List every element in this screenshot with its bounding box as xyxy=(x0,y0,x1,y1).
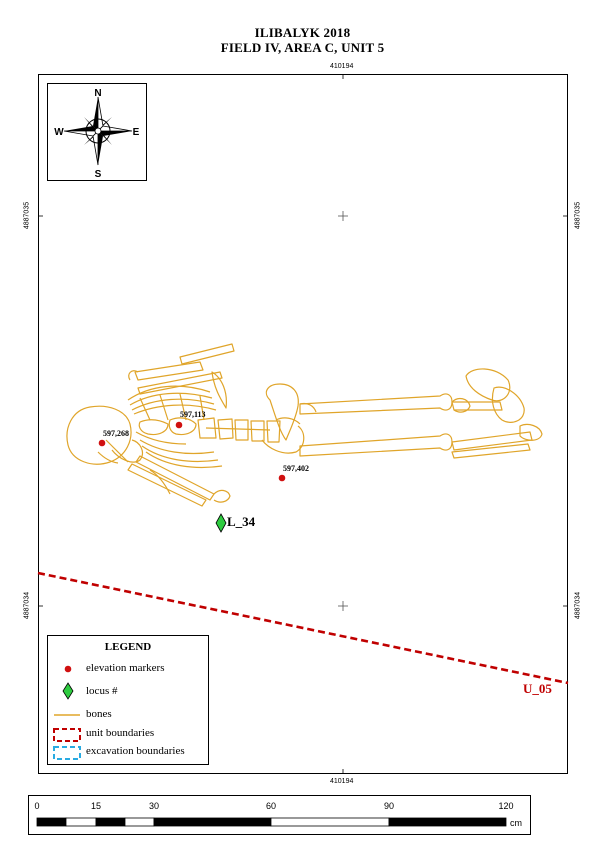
elevation-label: 597,402 xyxy=(283,464,309,473)
unit-boundary-line xyxy=(37,571,569,685)
legend-item-label: excavation boundaries xyxy=(86,745,185,757)
compass-rose-icon: N S E W xyxy=(54,88,140,180)
unit-boundary-label: U_05 xyxy=(523,681,552,696)
elevation-marker-symbol-icon xyxy=(64,665,72,673)
map-frame xyxy=(38,74,568,774)
scale-tick-label: 90 xyxy=(383,801,395,811)
unit-boundary-symbol-icon xyxy=(53,728,81,742)
locus-label: L_34 xyxy=(227,514,256,529)
elevation-marker-dot xyxy=(175,421,183,429)
excavation-boundary-symbol-icon xyxy=(53,746,81,760)
top-easting-label: 410194 xyxy=(330,63,354,70)
compass-south-label: S xyxy=(95,169,102,180)
bottom-easting-label: 410194 xyxy=(330,778,354,785)
north-arrow-box: N S E W xyxy=(47,83,147,181)
legend: LEGEND elevation markers locus # bones u… xyxy=(47,635,209,765)
scale-tick-label: 120 xyxy=(498,801,514,811)
elevation-label: 597,268 xyxy=(103,429,129,438)
compass-north-label: N xyxy=(94,88,101,99)
legend-item-label: elevation markers xyxy=(86,662,165,674)
compass-west-label: W xyxy=(54,127,64,138)
scale-bar: 0 15 30 60 90 120 cm xyxy=(28,795,531,835)
frame-ticks xyxy=(38,74,568,774)
scale-tick-label: 60 xyxy=(265,801,277,811)
locus-diamond-icon xyxy=(215,513,227,533)
legend-item-label: locus # xyxy=(86,685,118,697)
locus-symbol-icon xyxy=(62,682,74,700)
scale-tick-label: 15 xyxy=(90,801,102,811)
scale-unit-label: cm xyxy=(510,818,522,828)
scale-bar-segments xyxy=(36,817,507,827)
legend-symbols xyxy=(53,665,81,760)
compass-east-label: E xyxy=(133,127,140,138)
legend-item-label: unit boundaries xyxy=(86,727,155,739)
skeleton-bones xyxy=(66,343,543,507)
elevation-marker-dot xyxy=(98,439,106,447)
scale-tick-label: 30 xyxy=(148,801,160,811)
legend-title: LEGEND xyxy=(104,641,152,653)
legend-item-label: bones xyxy=(86,708,112,720)
grid-cross xyxy=(338,601,348,611)
map-title-line1: ILIBALYK 2018 xyxy=(254,25,351,40)
grid-cross xyxy=(338,211,348,221)
scale-tick-label: 0 xyxy=(34,801,40,811)
map-title-line2: FIELD IV, AREA C, UNIT 5 xyxy=(220,40,385,55)
elevation-label: 597,113 xyxy=(180,410,206,419)
elevation-marker-dot xyxy=(278,474,286,482)
